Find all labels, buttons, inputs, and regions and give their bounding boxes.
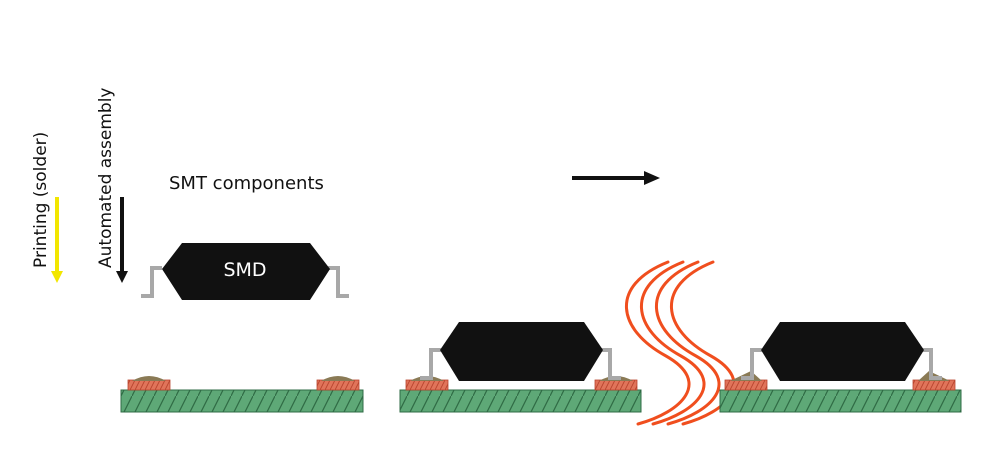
component-right-lead — [921, 348, 942, 380]
smd-component: SMD — [141, 243, 349, 300]
smt-components-label: SMT components — [169, 173, 324, 194]
pcb-board-soldered — [719, 322, 962, 413]
pcb-substrate — [120, 389, 364, 413]
pcb-substrate — [399, 389, 642, 413]
component-body — [440, 322, 603, 381]
component-left-lead — [741, 348, 762, 380]
assembly-arrow-icon — [116, 197, 128, 283]
component-right-lead — [600, 348, 621, 380]
pcb-substrate — [719, 389, 962, 413]
smd-right-lead — [328, 266, 349, 298]
process-arrow-icon — [572, 171, 660, 185]
assembly-label: Automated assembly — [96, 88, 116, 269]
solder-paste-right — [321, 376, 355, 381]
solder-pad-right — [316, 379, 360, 391]
pcb-board-printed — [120, 376, 364, 413]
solder-pad-right — [912, 379, 956, 391]
solder-paste-left — [132, 376, 166, 381]
smd-left-lead — [141, 266, 162, 298]
smd-label: SMD — [223, 259, 266, 281]
heat-waves-icon — [625, 260, 736, 426]
smd-body — [162, 243, 330, 300]
component-left-lead — [420, 348, 441, 380]
solder-pad-left — [405, 379, 449, 391]
printing-arrow-icon — [51, 197, 63, 283]
component-body — [761, 322, 924, 381]
solder-pad-left — [724, 379, 768, 391]
solder-pad-right — [594, 379, 638, 391]
pcb-board-assembled — [399, 322, 642, 413]
printing-label: Printing (solder) — [31, 132, 51, 268]
solder-pad-left — [127, 379, 171, 391]
